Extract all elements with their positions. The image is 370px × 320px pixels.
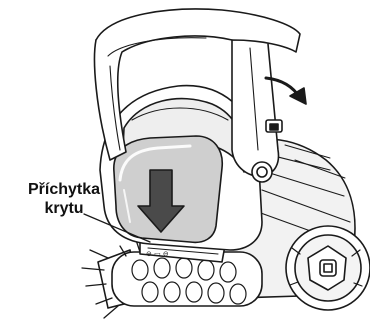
cover-clip-label-line-2: krytu [4,199,124,218]
robot-wheel [286,226,370,310]
svg-text:⊖ ▭ ⊖: ⊖ ▭ ⊖ [146,250,169,258]
cover-clip-label: Příchytka krytu [4,180,124,218]
cover-clip-label-line-1: Příchytka [4,180,124,199]
